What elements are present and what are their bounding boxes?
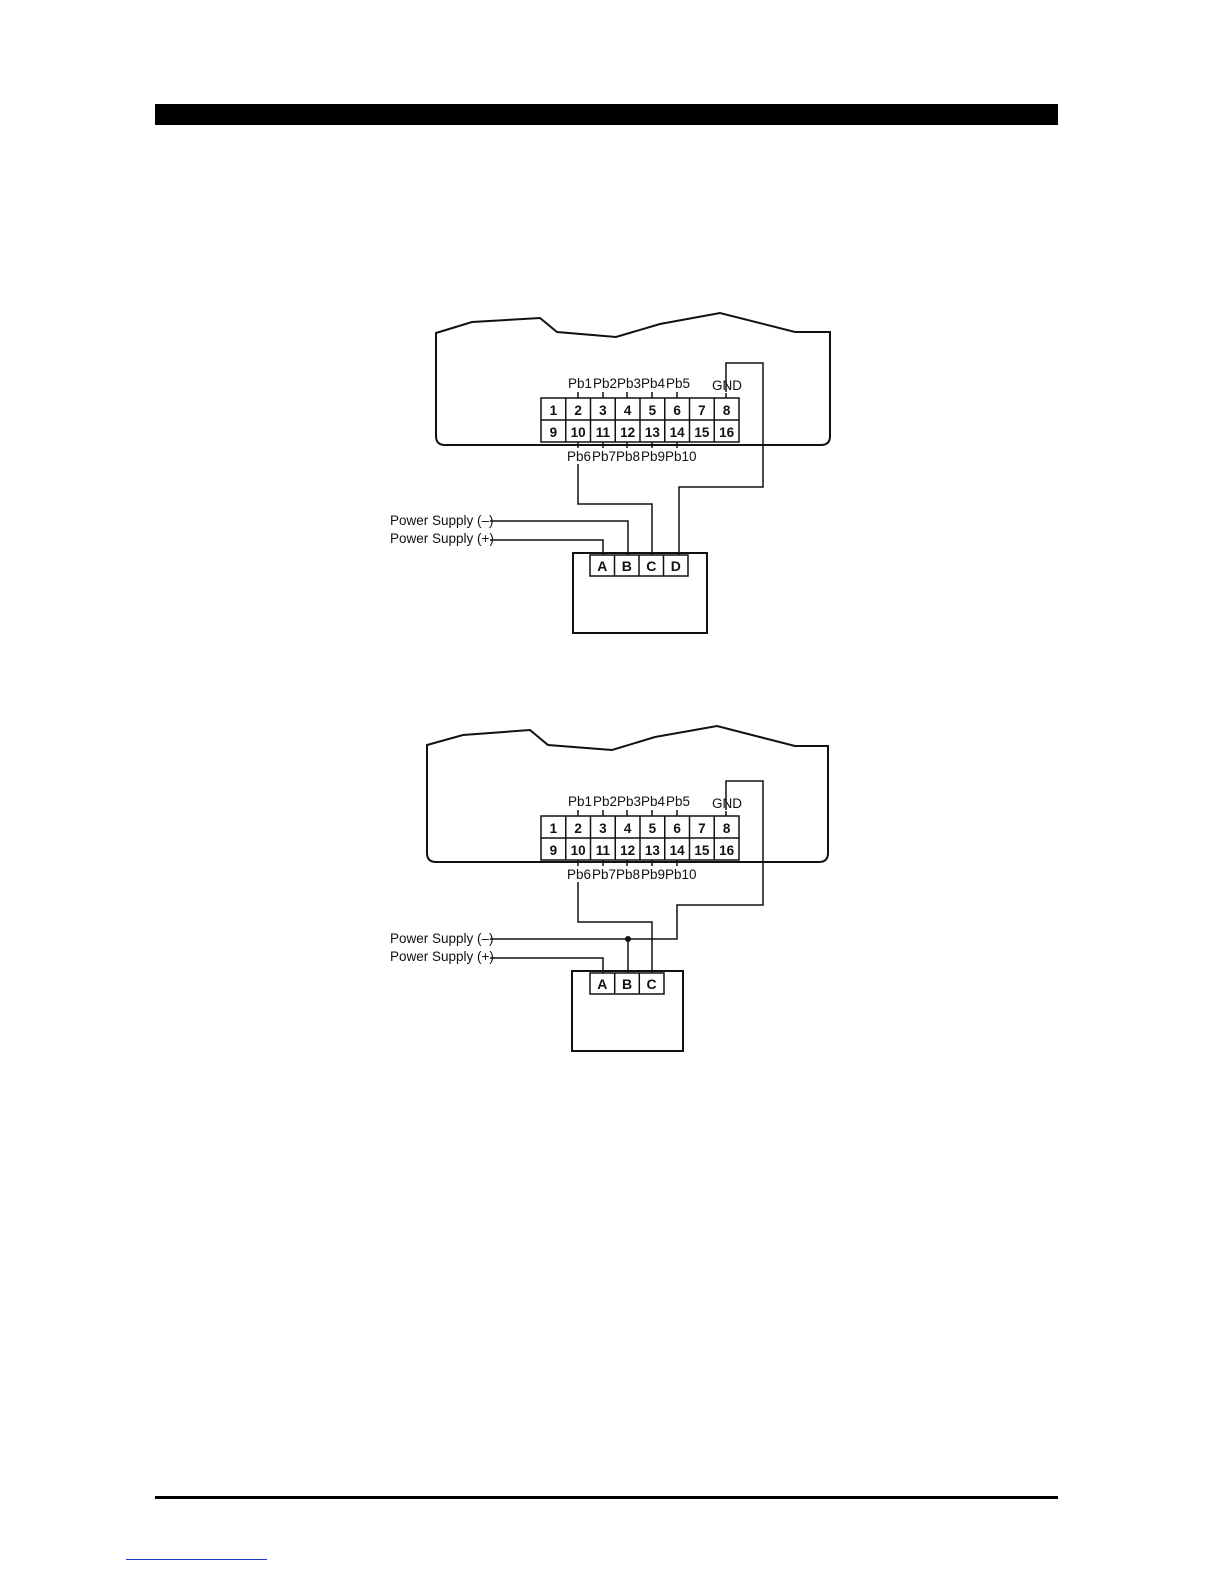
pin-number: 7: [698, 821, 706, 836]
gnd-label: GND: [712, 378, 742, 393]
pin-labels-top-2: Pb1 Pb2 Pb3 Pb4 Pb5 GND: [568, 794, 742, 811]
pin-number: 13: [645, 425, 661, 440]
pin-label: Pb7: [592, 867, 616, 882]
pin-number: 10: [571, 843, 586, 858]
pin-label: Pb10: [665, 867, 697, 882]
pin-number: 6: [673, 821, 681, 836]
pin-label: Pb9: [641, 867, 665, 882]
footer-rule: [155, 1496, 1058, 1499]
pin-number: 16: [719, 425, 735, 440]
power-supply-plus-label: Power Supply (+): [390, 531, 494, 546]
pin-number: 4: [624, 403, 632, 418]
pin-number: 13: [645, 843, 661, 858]
terminal-block-1: [573, 553, 707, 633]
pin-number: 3: [599, 821, 607, 836]
pin-label: Pb10: [665, 449, 697, 464]
pin-label: Pb2: [593, 794, 617, 809]
pin-number: 2: [574, 403, 582, 418]
pin-labels-top-1: Pb1 Pb2 Pb3 Pb4 Pb5 GND: [568, 376, 742, 393]
power-supply-minus-label: Power Supply (–): [390, 513, 494, 528]
pin-number: 5: [649, 403, 657, 418]
terminal-label: A: [597, 976, 607, 992]
pin-label: Pb6: [567, 449, 591, 464]
terminal-label: B: [622, 976, 632, 992]
pin-label: Pb2: [593, 376, 617, 391]
footer-link-underline: [126, 1559, 267, 1560]
pin-number: 16: [719, 843, 735, 858]
pin-numbers-bottom-1: 9 10 11 12 13 14 15 16: [550, 425, 735, 440]
terminal-label: A: [597, 558, 607, 574]
pin-labels-bottom-2: Pb6 Pb7 Pb8 Pb9 Pb10: [567, 867, 697, 882]
pin-number: 3: [599, 403, 607, 418]
pin-number: 11: [596, 843, 611, 858]
pin-label: Pb4: [641, 794, 666, 809]
power-supply-plus-label: Power Supply (+): [390, 949, 494, 964]
pin-number: 5: [649, 821, 657, 836]
pin-label: Pb4: [641, 376, 666, 391]
pin-labels-bottom-1: Pb6 Pb7 Pb8 Pb9 Pb10: [567, 449, 697, 464]
gnd-label: GND: [712, 796, 742, 811]
pin-label: Pb7: [592, 449, 616, 464]
pin-label: Pb3: [617, 794, 641, 809]
pin-number: 2: [574, 821, 582, 836]
terminal-label: C: [647, 976, 657, 992]
terminal-label: B: [622, 558, 632, 574]
pin-label: Pb5: [666, 376, 690, 391]
pin-label: Pb5: [666, 794, 690, 809]
pin-label: Pb6: [567, 867, 591, 882]
pin-number: 10: [571, 425, 586, 440]
pin-number: 6: [673, 403, 681, 418]
terminal-labels-2: A B C: [597, 976, 656, 992]
pin-label: Pb3: [617, 376, 641, 391]
pin-number: 9: [550, 425, 558, 440]
pin-number: 15: [694, 425, 710, 440]
pin-number: 8: [723, 821, 731, 836]
pin-number: 8: [723, 403, 731, 418]
pin-number: 1: [550, 403, 558, 418]
pin-number: 7: [698, 403, 706, 418]
pin-number: 12: [620, 843, 635, 858]
pin-number: 14: [670, 425, 686, 440]
pin-label: Pb9: [641, 449, 665, 464]
power-supply-minus-label: Power Supply (–): [390, 931, 494, 946]
pin-number: 15: [694, 843, 710, 858]
pin-label: Pb8: [616, 449, 640, 464]
pin-number: 4: [624, 821, 632, 836]
pin-number: 14: [670, 843, 686, 858]
pin-number: 9: [550, 843, 558, 858]
pin-number: 11: [596, 425, 611, 440]
junction-dot: [625, 936, 631, 942]
pin-numbers-bottom-2: 9 10 11 12 13 14 15 16: [550, 843, 735, 858]
pin-label: Pb1: [568, 376, 592, 391]
pin-number: 1: [550, 821, 558, 836]
pin-number: 12: [620, 425, 635, 440]
pin-label: Pb1: [568, 794, 592, 809]
pin-label: Pb8: [616, 867, 640, 882]
terminal-label: C: [646, 558, 656, 574]
terminal-label: D: [671, 558, 681, 574]
